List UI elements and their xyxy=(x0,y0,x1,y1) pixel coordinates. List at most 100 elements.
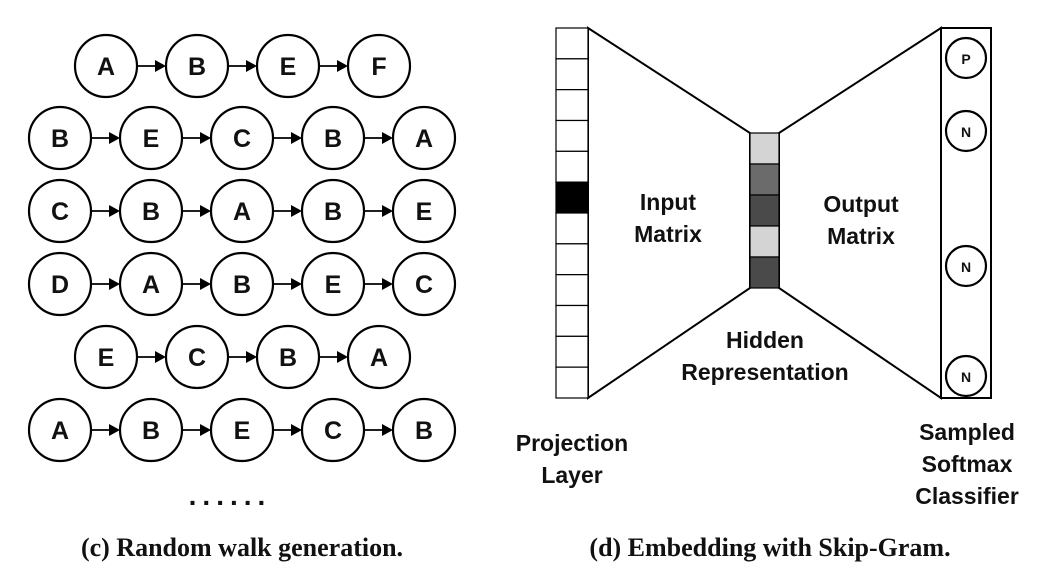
walk-node-label: B xyxy=(324,198,342,226)
walk-node-label: D xyxy=(51,271,69,299)
classifier-column xyxy=(940,27,992,399)
classifier-node-label: N xyxy=(961,259,971,275)
projection-cell xyxy=(555,212,589,245)
walk-node-label: B xyxy=(279,344,297,372)
projection-cell xyxy=(555,119,589,152)
projection-cell xyxy=(555,304,589,337)
input-matrix-label-line1: Input xyxy=(640,189,697,215)
walk-node-label: C xyxy=(415,271,433,299)
skipgram-panel: P N N N Input Matrix Output Matrix Hidden R… xyxy=(516,26,1019,509)
walk-node-label: F xyxy=(371,53,386,81)
walk-node-label: B xyxy=(142,417,160,445)
projection-cell xyxy=(555,274,589,307)
walk-node-label: C xyxy=(233,125,251,153)
arrowhead-icon xyxy=(337,60,348,72)
caption-skipgram: (d) Embedding with Skip-Gram. xyxy=(589,533,950,562)
classifier-label-line1: Sampled xyxy=(919,419,1015,445)
walk-node-label: C xyxy=(188,344,206,372)
projection-cell xyxy=(555,243,589,276)
caption-random-walk: (c) Random walk generation. xyxy=(81,533,403,562)
hidden-cell xyxy=(749,194,780,227)
arrowhead-icon xyxy=(291,132,302,144)
arrowhead-icon xyxy=(155,351,166,363)
arrowhead-icon xyxy=(200,278,211,290)
classifier-node xyxy=(944,109,988,153)
hidden-cell xyxy=(749,132,780,165)
arrowhead-icon xyxy=(337,351,348,363)
arrowhead-icon xyxy=(109,205,120,217)
walk-node-label: A xyxy=(51,417,69,445)
walk-node-label: B xyxy=(233,271,251,299)
hidden-representation-column xyxy=(749,132,780,289)
walk-node-label: B xyxy=(51,125,69,153)
projection-cell xyxy=(555,58,589,91)
classifier-node-label: N xyxy=(961,124,971,140)
classifier-label-line3: Classifier xyxy=(915,483,1019,509)
classifier-label-line2: Softmax xyxy=(922,451,1013,477)
arrowhead-icon xyxy=(246,60,257,72)
walk-node-label: B xyxy=(324,125,342,153)
arrowhead-icon xyxy=(382,424,393,436)
walk-node-label: B xyxy=(142,198,160,226)
walk-node-label: E xyxy=(416,198,433,226)
walk-node-label: A xyxy=(415,125,433,153)
walk-node-label: C xyxy=(51,198,69,226)
arrowhead-icon xyxy=(109,424,120,436)
arrowhead-icon xyxy=(382,132,393,144)
walk-node xyxy=(346,324,412,390)
projection-cell xyxy=(555,89,589,122)
walk-node-label: B xyxy=(188,53,206,81)
walk-node-label: E xyxy=(280,53,297,81)
walk-node-label: C xyxy=(324,417,342,445)
projection-cell xyxy=(555,366,589,399)
hidden-cell xyxy=(749,225,780,258)
walk-node xyxy=(391,105,457,171)
arrowhead-icon xyxy=(246,351,257,363)
classifier-node xyxy=(944,244,988,288)
arrowhead-icon xyxy=(382,278,393,290)
walk-node-label: E xyxy=(234,417,251,445)
hidden-label-line1: Hidden xyxy=(726,327,804,353)
arrowhead-icon xyxy=(200,424,211,436)
walk-node-label: A xyxy=(142,271,160,299)
input-matrix-label-line2: Matrix xyxy=(634,221,702,247)
arrowhead-icon xyxy=(200,205,211,217)
arrowhead-icon xyxy=(291,424,302,436)
projection-cell xyxy=(555,150,589,183)
walk-node xyxy=(346,33,412,99)
classifier-nodes: P N N N xyxy=(944,36,988,398)
projection-label-line2: Layer xyxy=(541,462,602,488)
projection-cell xyxy=(555,27,589,60)
classifier-node xyxy=(944,354,988,398)
classifier-node-label: P xyxy=(961,51,970,67)
projection-label-line1: Projection xyxy=(516,430,628,456)
walk-node-label: E xyxy=(143,125,160,153)
walk-node-label: A xyxy=(233,198,251,226)
projection-cell xyxy=(555,181,589,214)
walk-node-label: A xyxy=(370,344,388,372)
random-walk-panel: A B E F B E C B A C B A B E D A B E C E C B A A B E C B xyxy=(27,33,457,463)
walk-node-label: E xyxy=(98,344,115,372)
classifier-node xyxy=(944,36,988,80)
walk-node xyxy=(391,251,457,317)
arrowhead-icon xyxy=(291,205,302,217)
hidden-label-line2: Representation xyxy=(681,359,848,385)
arrowhead-icon xyxy=(155,60,166,72)
arrowhead-icon xyxy=(382,205,393,217)
output-matrix-label-line1: Output xyxy=(823,191,899,217)
walk-node xyxy=(391,397,457,463)
arrowhead-icon xyxy=(109,278,120,290)
classifier-node-label: N xyxy=(961,369,971,385)
walk-node-label: B xyxy=(415,417,433,445)
arrowhead-icon xyxy=(291,278,302,290)
walk-node-label: A xyxy=(97,53,115,81)
output-matrix-label-line2: Matrix xyxy=(827,223,895,249)
projection-layer-column xyxy=(555,27,589,399)
hidden-cell xyxy=(749,256,780,289)
arrowhead-icon xyxy=(200,132,211,144)
hidden-cell xyxy=(749,163,780,196)
walk-node xyxy=(391,178,457,244)
arrowhead-icon xyxy=(109,132,120,144)
walk-node-label: E xyxy=(325,271,342,299)
